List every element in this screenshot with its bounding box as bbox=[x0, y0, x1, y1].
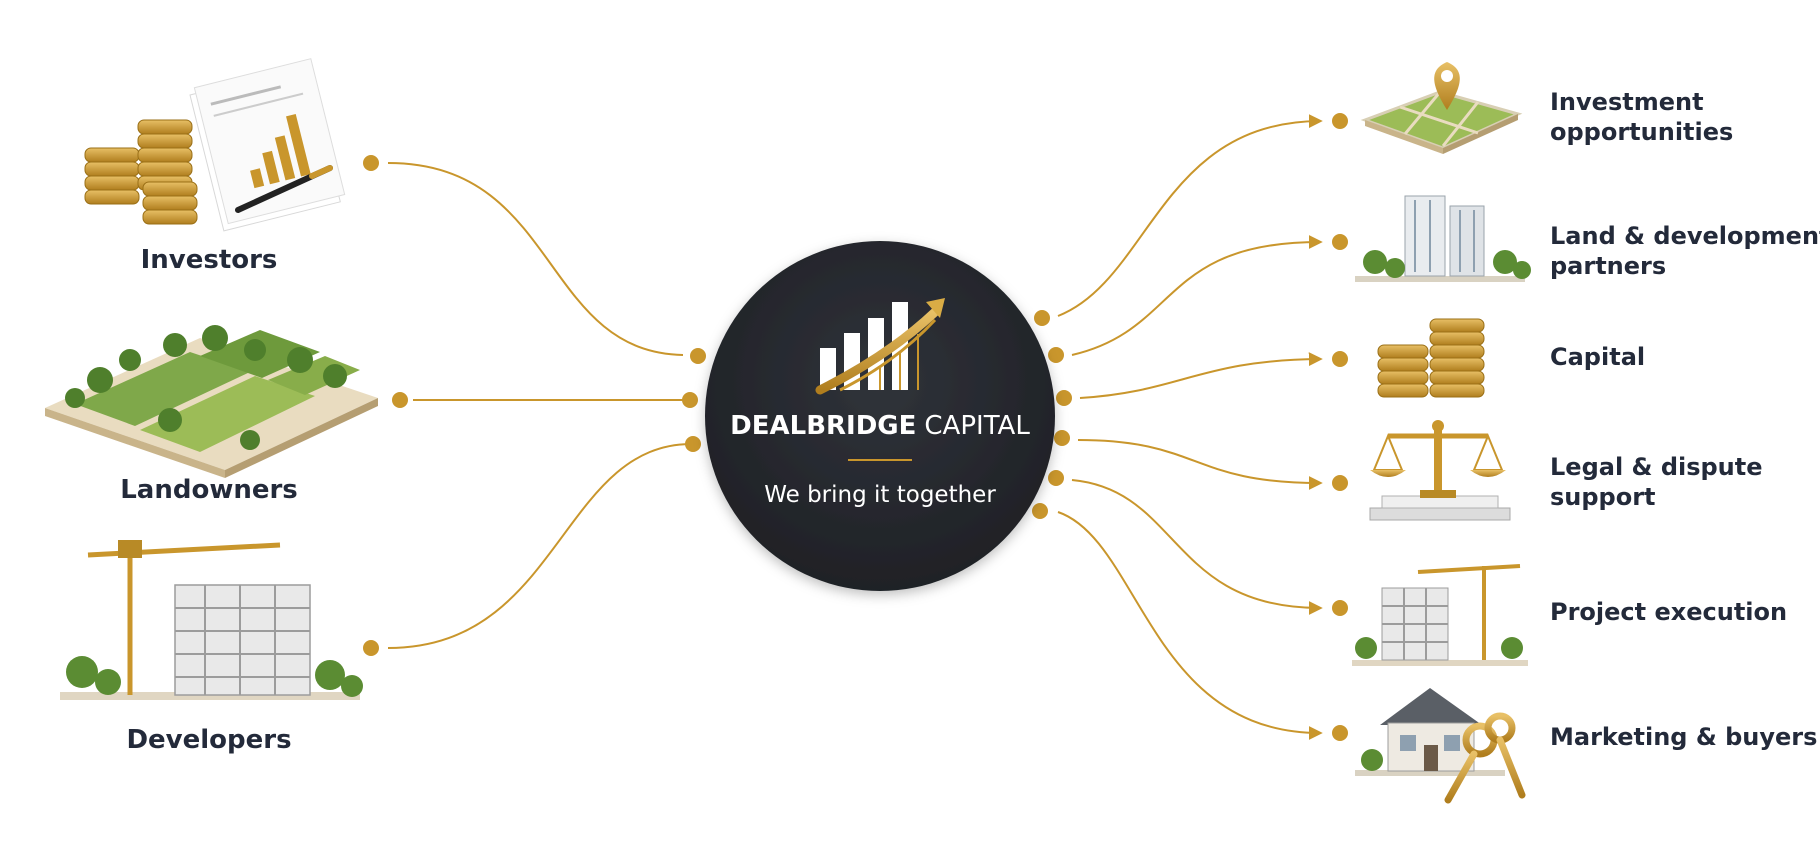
label-legal-dispute-support: Legal & dispute support bbox=[1550, 453, 1771, 511]
dot-developers-start bbox=[363, 640, 379, 656]
connector-project-execution bbox=[1071, 479, 1323, 615]
output-connectors bbox=[1057, 114, 1323, 740]
connector-investment-opportunities bbox=[1057, 114, 1323, 317]
bridge-chart-logo-icon bbox=[815, 298, 945, 395]
dot-out-1-end bbox=[1332, 113, 1348, 129]
input-connectors bbox=[387, 162, 691, 649]
dot-out-5-end bbox=[1332, 600, 1348, 616]
connector-capital bbox=[1079, 352, 1323, 399]
dot-out-3-end bbox=[1332, 351, 1348, 367]
dot-out-3-start bbox=[1056, 390, 1072, 406]
connector-investors bbox=[387, 162, 684, 356]
input-dots bbox=[363, 155, 706, 656]
construction-site-icon bbox=[60, 540, 363, 700]
label-investors: Investors bbox=[141, 245, 278, 275]
label-landowners: Landowners bbox=[120, 475, 298, 505]
dot-out-6-end bbox=[1332, 725, 1348, 741]
label-land-development-partners: Land & development partners bbox=[1550, 222, 1820, 280]
dot-out-4-start bbox=[1054, 430, 1070, 446]
crane-building-icon bbox=[1352, 564, 1528, 666]
brand-name-light: CAPITAL bbox=[924, 411, 1030, 441]
scales-of-justice-icon bbox=[1369, 420, 1511, 521]
dot-out-5-start bbox=[1048, 470, 1064, 486]
dot-out-6-start bbox=[1032, 503, 1048, 519]
dot-out-2-start bbox=[1048, 347, 1064, 363]
coins-and-report-icon bbox=[84, 58, 346, 232]
dot-out-1-start bbox=[1034, 310, 1050, 326]
label-project-execution: Project execution bbox=[1550, 598, 1787, 626]
output-dots bbox=[1032, 113, 1348, 741]
farmland-icon bbox=[45, 325, 378, 478]
coin-stacks-icon bbox=[1377, 318, 1485, 398]
dot-landowners-end bbox=[682, 392, 698, 408]
house-keys-icon bbox=[1355, 688, 1526, 804]
brand-tagline: We bring it together bbox=[764, 482, 996, 508]
dot-landowners-start bbox=[392, 392, 408, 408]
dot-developers-end bbox=[685, 436, 701, 452]
brand-hub: DEALBRIDGE CAPITAL We bring it together bbox=[705, 241, 1055, 591]
dot-investors-end bbox=[690, 348, 706, 364]
connector-marketing bbox=[1057, 511, 1323, 740]
map-pin-plot-icon bbox=[1360, 62, 1523, 154]
label-capital: Capital bbox=[1550, 343, 1645, 371]
label-marketing-buyers: Marketing & buyers bbox=[1550, 723, 1817, 751]
dot-out-2-end bbox=[1332, 234, 1348, 250]
brand-name-strong: DEALBRIDGE bbox=[730, 411, 916, 441]
dot-out-4-end bbox=[1332, 475, 1348, 491]
label-investment-opportunities: Investment opportunities bbox=[1550, 88, 1733, 146]
dot-investors-start bbox=[363, 155, 379, 171]
connector-land-partners bbox=[1071, 235, 1323, 356]
buildings-icon bbox=[1355, 195, 1531, 282]
label-developers: Developers bbox=[126, 725, 291, 755]
brand-circle bbox=[705, 241, 1055, 591]
connector-developers bbox=[387, 443, 691, 649]
connector-legal bbox=[1077, 439, 1323, 490]
brand-name: DEALBRIDGE CAPITAL bbox=[730, 411, 1030, 441]
